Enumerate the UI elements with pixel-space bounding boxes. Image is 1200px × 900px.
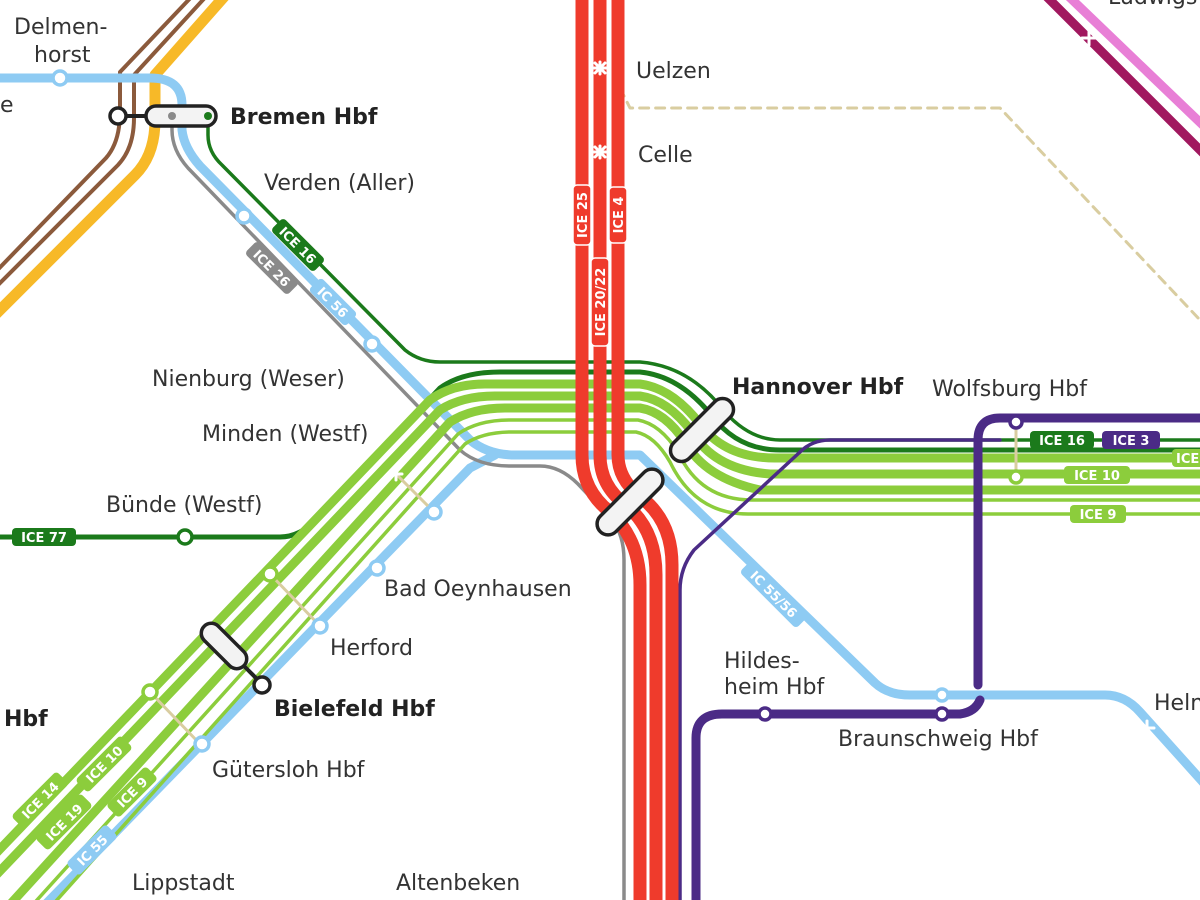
label-celle[interactable]: Celle — [638, 143, 693, 168]
badge-ic5556[interactable] — [739, 559, 808, 628]
label-uelzen[interactable]: Uelzen — [636, 59, 711, 84]
label-buende[interactable]: Bünde (Westf) — [106, 493, 262, 518]
label-delmenhorst-1[interactable]: Delmen- — [14, 15, 107, 40]
ice-red-trunk[interactable] — [575, 0, 647, 900]
badge-ice3[interactable] — [1102, 431, 1160, 449]
label-verden[interactable]: Verden (Aller) — [264, 171, 415, 196]
badge-ice26[interactable] — [244, 240, 299, 295]
badge-ice-cut-text: ICE — [1176, 452, 1199, 467]
badge-ic5556-text: IC 55/56 — [746, 569, 799, 622]
label-bremen[interactable]: Bremen Hbf — [230, 105, 378, 130]
dashed-line[interactable] — [618, 86, 1200, 322]
label-wolfsburg[interactable]: Wolfsburg Hbf — [932, 377, 1088, 402]
stop-bad-oeynhausen-2[interactable] — [368, 559, 386, 577]
stop-nienburg[interactable] — [363, 335, 381, 353]
pink-line[interactable] — [1062, 0, 1200, 132]
ice-green-1[interactable] — [0, 379, 1200, 870]
ice-green-thin-1[interactable] — [28, 418, 1200, 900]
stop-guetersloh-green[interactable] — [141, 683, 159, 701]
badge-ice10-sw[interactable] — [75, 735, 133, 793]
label-nienburg[interactable]: Nienburg (Weser) — [152, 367, 345, 392]
badge-ice10-east-text: ICE 10 — [1074, 469, 1120, 484]
magenta-line[interactable] — [1040, 0, 1200, 160]
stop-guetersloh[interactable] — [193, 735, 211, 753]
badge-ice19[interactable] — [35, 793, 93, 851]
badge-ice10-east[interactable] — [1064, 466, 1130, 484]
badge-ice25-text: ICE 25 — [576, 192, 591, 238]
stop-wolfsburg-green[interactable] — [1008, 469, 1024, 485]
badge-ice14[interactable] — [11, 771, 69, 829]
label-left-partial[interactable]: e — [0, 93, 14, 118]
badge-ice4-text: ICE 4 — [612, 197, 627, 234]
badge-ice77[interactable] — [12, 528, 76, 546]
ic-line-5556-east[interactable] — [595, 450, 1200, 790]
label-helmstedt-partial[interactable]: Helm — [1154, 691, 1200, 716]
label-bielefeld[interactable]: Bielefeld Hbf — [274, 697, 435, 722]
badge-ice-cut[interactable] — [1172, 449, 1200, 467]
transfer-links — [148, 420, 1018, 746]
label-altenbeken[interactable]: Altenbeken — [396, 871, 520, 896]
badge-ice25[interactable] — [572, 184, 592, 246]
white-sep-line — [1059, 0, 1200, 139]
purple-line-thin[interactable] — [678, 438, 1002, 900]
badge-ice2022-text: ICE 20/22 — [594, 268, 609, 337]
purple-line-braunschweig[interactable] — [691, 695, 985, 900]
badge-ice3-text: ICE 3 — [1113, 434, 1150, 449]
label-hildesheim-2[interactable]: heim Hbf — [724, 675, 826, 700]
stop-herford[interactable] — [311, 617, 329, 635]
bielefeld-stop[interactable] — [252, 675, 272, 695]
ice-green-3[interactable] — [5, 403, 1200, 900]
stop-oldenburg-line[interactable] — [51, 69, 69, 87]
badge-ic55[interactable] — [66, 824, 118, 876]
label-hannover[interactable]: Hannover Hbf — [732, 375, 904, 400]
label-hamm-partial[interactable]: Hbf — [4, 707, 48, 732]
badge-ice4[interactable] — [608, 186, 628, 244]
label-braunschweig[interactable]: Braunschweig Hbf — [838, 727, 1039, 752]
badge-ice2022[interactable] — [590, 257, 610, 347]
pass-through-marks — [388, 29, 1156, 737]
label-minden[interactable]: Minden (Westf) — [202, 422, 368, 447]
ice-red-trunk-2[interactable] — [593, 0, 663, 900]
bremen-hub-capsule[interactable] — [144, 104, 218, 128]
brown-line-2[interactable] — [0, 0, 198, 288]
label-ludwigslust-partial[interactable]: Ludwigs — [1108, 0, 1197, 10]
label-hildesheim-1[interactable]: Hildes- — [724, 649, 800, 674]
bremen-stop-west[interactable] — [108, 106, 128, 126]
stop-verden[interactable] — [235, 207, 253, 225]
stop-hildesheim[interactable] — [757, 706, 773, 722]
ic-line-55-south[interactable] — [40, 450, 500, 900]
stop-braunschweig-ic[interactable] — [934, 687, 950, 703]
badge-ice16-bremen[interactable] — [270, 217, 325, 272]
stop-herford-green[interactable] — [261, 565, 279, 583]
bielefeld-hub-capsule[interactable] — [197, 619, 251, 673]
stop-wolfsburg[interactable] — [1008, 414, 1024, 430]
badge-ice9-sw[interactable] — [106, 766, 158, 818]
brown-line-1[interactable] — [0, 0, 212, 303]
badge-ice16-east[interactable] — [1030, 431, 1094, 449]
station-stops — [51, 69, 1024, 753]
stop-bad-oeynhausen[interactable] — [425, 503, 443, 521]
stop-braunschweig[interactable] — [934, 706, 950, 722]
label-guetersloh[interactable]: Gütersloh Hbf — [212, 758, 366, 783]
label-delmenhorst-2[interactable]: horst — [34, 43, 91, 68]
ice-green-2[interactable] — [0, 391, 1200, 892]
badge-ice77-text: ICE 77 — [21, 531, 67, 546]
label-herford[interactable]: Herford — [330, 636, 413, 661]
badge-ice9-east-text: ICE 9 — [1080, 508, 1117, 523]
label-lippstadt[interactable]: Lippstadt — [132, 871, 235, 896]
badge-ice16-east-text: ICE 16 — [1039, 434, 1085, 449]
hannover-hub-capsule-south[interactable] — [593, 465, 668, 540]
hub-capsules — [108, 104, 738, 695]
stop-buende[interactable] — [176, 528, 194, 546]
badge-ic56[interactable] — [308, 277, 357, 326]
label-bad-oeynhausen[interactable]: Bad Oeynhausen — [384, 577, 572, 602]
ice-green-thin-2[interactable] — [48, 430, 1200, 900]
hannover-hub-capsule-north[interactable] — [666, 394, 738, 466]
badge-ice9-east[interactable] — [1070, 505, 1126, 523]
